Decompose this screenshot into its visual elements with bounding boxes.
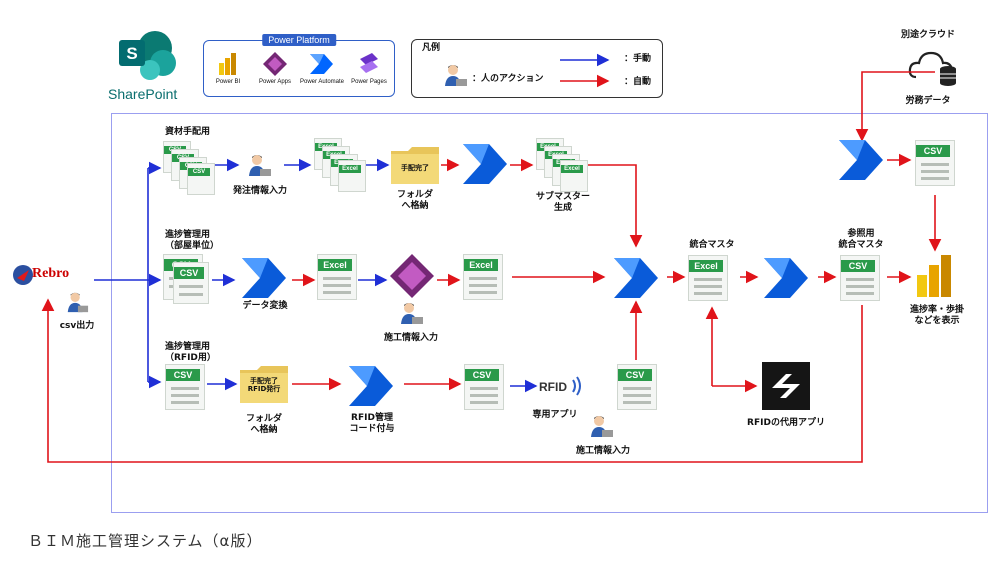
excel-file-progress: Excel: [317, 254, 357, 300]
csv-file-labor-data: CSV: [915, 140, 955, 186]
folder-icon: 手配完了 RFID発行: [239, 364, 289, 404]
rebro-logo-icon: [12, 264, 34, 290]
rfid-alt-app-icon: [762, 362, 810, 414]
svg-text:RFID: RFID: [539, 380, 567, 394]
output-label: 進捗率・歩掛 などを表示: [909, 305, 964, 326]
csv-stack-materials: CSV CSV CSV CSV: [163, 141, 215, 195]
excel-file-apps: Excel: [463, 254, 503, 300]
csv-file-rfid-code: CSV: [464, 364, 504, 410]
person-at-laptop-icon: [588, 413, 614, 443]
convert-label: データ変換: [242, 301, 288, 311]
excel-stack-submaster: Excel Excel Excel Excel: [536, 138, 588, 192]
csv-file-reference-master: CSV: [840, 255, 880, 301]
sharepoint-label: SharePoint: [108, 86, 178, 102]
folder-icon: 手配完了: [390, 145, 440, 185]
legend-human-label: ：人のアクション: [472, 74, 544, 84]
power-apps-icon: [388, 252, 436, 304]
rfid-signal-icon: RFID: [539, 374, 585, 402]
person-at-laptop-icon: [398, 300, 424, 330]
power-bi-icon: [219, 53, 236, 75]
power-automate-icon: [347, 364, 397, 412]
rfid-construction-input-label: 施工情報入力: [575, 446, 630, 456]
rfid-code-label: RFID管理 コード付与: [349, 413, 395, 434]
csv-output-label: csv出力: [59, 321, 95, 331]
legend-manual-label: ：手動: [624, 54, 652, 64]
cloud-database-icon: [908, 47, 958, 91]
rfid-app-label: 専用アプリ: [532, 410, 578, 420]
progress-title: 進捗管理用 （部屋単位）: [165, 230, 220, 251]
power-bi-item: Power BI: [204, 51, 252, 85]
power-platform-title: Power Platform: [262, 34, 336, 46]
person-at-laptop-icon: [65, 290, 89, 318]
power-automate-icon: [837, 138, 887, 186]
person-at-laptop-icon: [442, 62, 468, 92]
rfid-alt-app-label: RFIDの代用アプリ: [747, 418, 825, 428]
sharepoint-logo-icon: S: [115, 30, 177, 80]
folder-label-materials: フォルダ へ格納: [396, 190, 433, 211]
rfid-title: 進捗管理用 （RFID用）: [165, 342, 216, 363]
power-automate-icon: [240, 256, 290, 304]
order-input-label: 発注情報入力: [232, 186, 287, 196]
power-automate-icon: [762, 256, 812, 304]
power-automate-icon: [461, 142, 511, 190]
legend-title: 凡例: [422, 43, 441, 53]
power-pages-item: Power Pages: [345, 51, 393, 85]
system-frame: [111, 113, 988, 513]
power-apps-icon: [263, 52, 287, 76]
csv-stack-progress: CSV CSV: [163, 254, 211, 304]
power-automate-icon: [310, 54, 333, 74]
legend-box: 凡例 ：人のアクション ：手動 ：自動: [411, 39, 663, 98]
folder-tag-materials: 手配完了: [401, 164, 429, 172]
power-platform-box: Power Platform Power BI Power Apps Power…: [203, 34, 395, 97]
system-title: ＢＩＭ施工管理システム（α版）: [28, 532, 263, 550]
legend-auto-label: ：自動: [624, 77, 652, 87]
cloud-caption: 労務データ: [905, 96, 951, 106]
excel-stack-materials: Excel Excel Excel Excel: [314, 138, 366, 192]
folder-label-rfid: フォルダ へ格納: [245, 414, 282, 435]
reference-master-label: 参照用 統合マスタ: [838, 229, 884, 250]
integrated-master-label: 統合マスタ: [689, 240, 735, 250]
power-automate-item: Power Automate: [298, 51, 346, 85]
submaster-label: サブマスター 生成: [535, 192, 590, 213]
power-pages-icon: [360, 53, 378, 73]
power-bi-icon: [915, 253, 959, 303]
csv-file-rfid-app: CSV: [617, 364, 657, 410]
power-apps-item: Power Apps: [251, 51, 299, 85]
folder-tag-rfid: 手配完了 RFID発行: [247, 377, 281, 393]
materials-title: 資材手配用: [165, 127, 211, 137]
construction-input-label: 施工情報入力: [383, 333, 438, 343]
cloud-title: 別途クラウド: [900, 30, 955, 40]
excel-file-integrated-master: Excel: [688, 255, 728, 301]
rebro-label: Rebro: [32, 266, 70, 281]
svg-text:S: S: [126, 44, 137, 63]
power-automate-icon: [612, 256, 662, 304]
csv-file-rfid: CSV: [165, 364, 205, 410]
person-at-laptop-icon: [246, 152, 272, 182]
